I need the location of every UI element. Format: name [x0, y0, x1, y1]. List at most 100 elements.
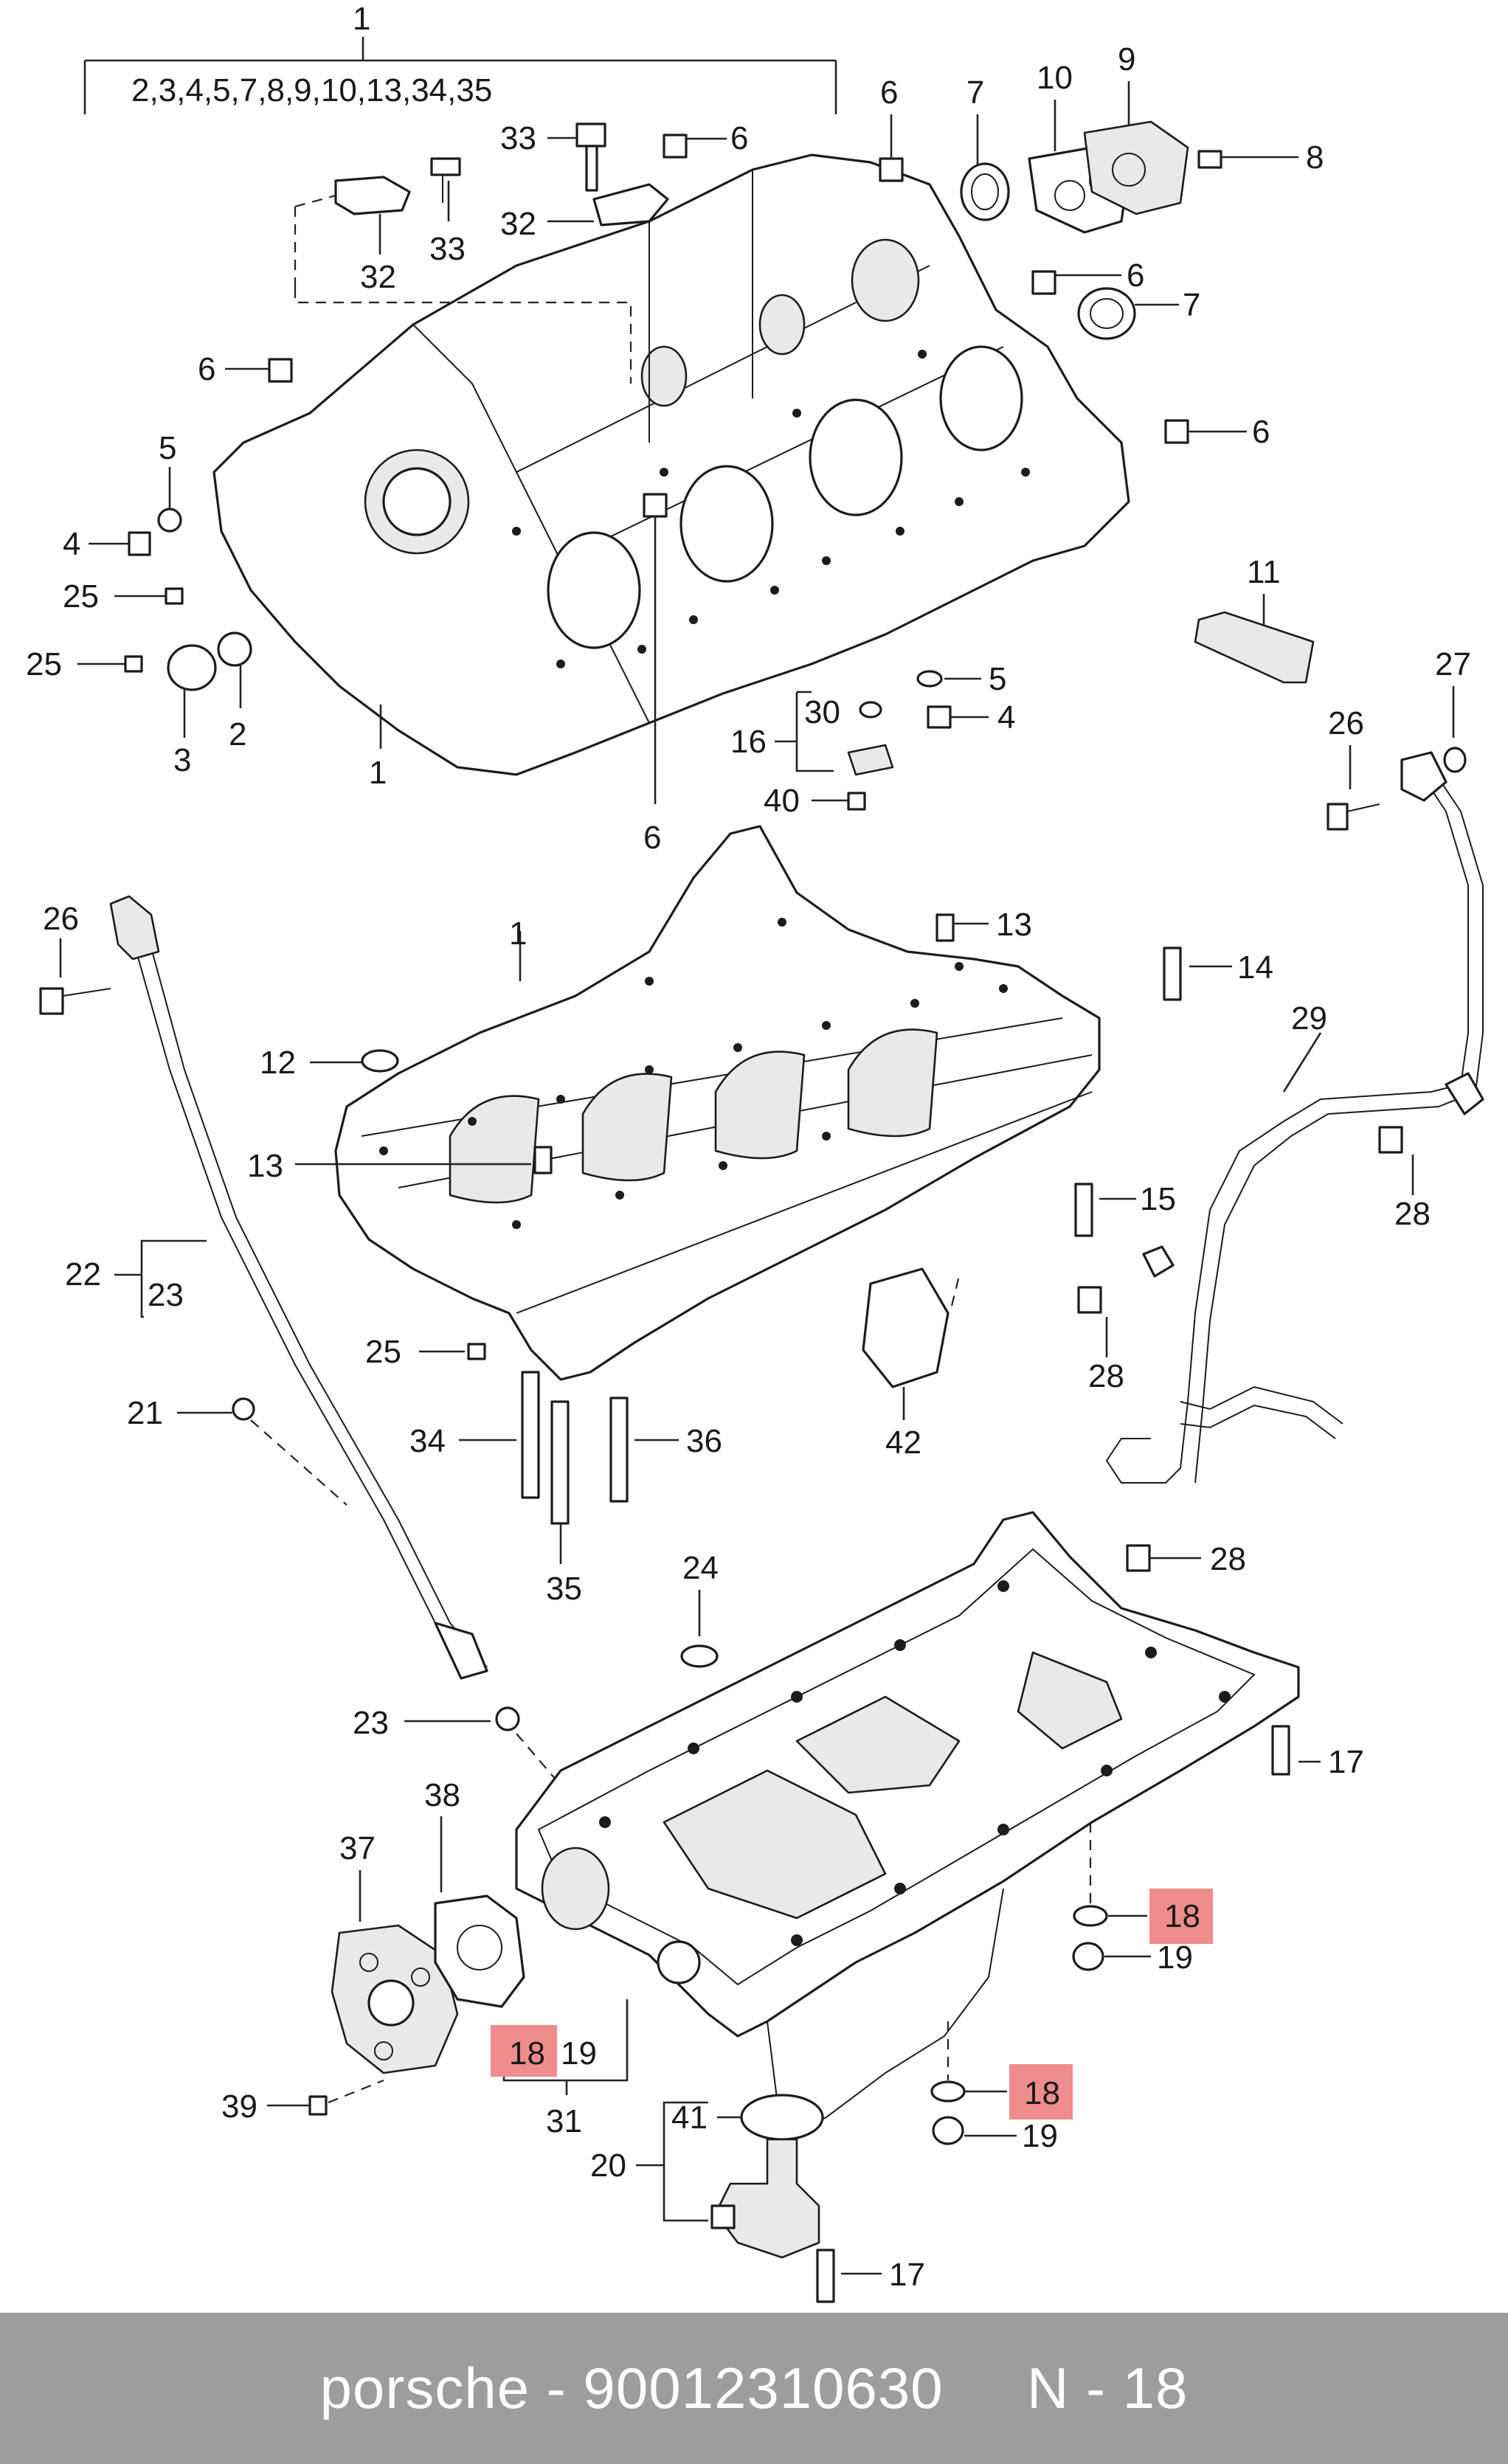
svg-text:17: 17 [1328, 1744, 1364, 1780]
svg-text:4: 4 [997, 699, 1015, 736]
highlight-18-bottom [1009, 2064, 1073, 2119]
footer-caption: porsche - 90012310630 N - 18 [319, 2356, 1189, 2420]
dowel-6-bottom: 6 [643, 493, 668, 856]
bolt-17-bottom: 17 [816, 2249, 925, 2303]
svg-text:7: 7 [966, 75, 984, 111]
svg-text:6: 6 [198, 351, 215, 387]
svg-text:23: 23 [353, 1705, 389, 1741]
svg-text:4: 4 [63, 526, 80, 562]
oil-pan [515, 1511, 1300, 2141]
ring-5-right: 5 [916, 661, 1006, 697]
plug-3: 3 [167, 644, 217, 778]
ring-5-left: 5 [157, 430, 182, 533]
plug-25-a: 25 [63, 578, 184, 615]
plug-25-b: 25 [26, 646, 143, 682]
dowel-13-right: 13 [935, 907, 1032, 943]
svg-text:5: 5 [989, 661, 1006, 697]
svg-text:20: 20 [590, 2148, 626, 2184]
svg-text:33: 33 [429, 231, 466, 267]
plug-19-right: 19 [1072, 1822, 1193, 1976]
group-16: 16 30 [730, 691, 894, 776]
dowel-13-left: 13 [247, 1146, 553, 1184]
svg-text:6: 6 [1127, 257, 1144, 294]
bracket-22-23: 22 23 [65, 1239, 207, 1318]
group-31: 18 19 31 [491, 1999, 629, 2139]
svg-text:1: 1 [369, 755, 387, 791]
plug-21: 21 [127, 1395, 347, 1506]
svg-text:23: 23 [148, 1277, 184, 1313]
svg-text:28: 28 [1088, 1358, 1124, 1394]
svg-text:37: 37 [339, 1830, 376, 1866]
washer-24: 24 [680, 1550, 719, 1668]
svg-text:19: 19 [561, 2035, 597, 2072]
gasket-38: 38 [424, 1777, 525, 2008]
dowel-6-r: 6 [1164, 414, 1270, 450]
svg-text:32: 32 [500, 206, 536, 242]
svg-text:15: 15 [1140, 1181, 1176, 1217]
sensor-32b: 32 [500, 183, 669, 242]
svg-text:2: 2 [229, 716, 246, 752]
parts-diagram: 1 2,3,4,5,7,8,9,10,13,34,35 32 [26, 1, 1484, 2303]
svg-text:21: 21 [127, 1395, 163, 1431]
upper-crankcase [212, 153, 1130, 776]
bolt-28-a: 28 [1378, 1126, 1431, 1232]
svg-text:29: 29 [1291, 1000, 1327, 1037]
seal-7-top: 7 [960, 75, 1010, 221]
sensor-32: 32 [334, 176, 411, 295]
dowel-6-mr: 6 [1031, 257, 1144, 295]
bolt-33-small: 33 [429, 157, 466, 267]
svg-text:41: 41 [671, 2100, 708, 2136]
svg-text:42: 42 [885, 1425, 921, 1461]
bolt-33: 33 [500, 120, 606, 192]
oil-pipe-29: 29 [1105, 751, 1484, 1484]
bolt-40: 40 [764, 783, 866, 819]
bolt-35: 35 [546, 1400, 582, 1607]
svg-text:28: 28 [1210, 1541, 1246, 1577]
svg-text:25: 25 [26, 646, 62, 682]
svg-text:8: 8 [1306, 139, 1324, 176]
header-refs: 2,3,4,5,7,8,9,10,13,34,35 [131, 72, 492, 108]
bolt-17-right: 17 [1271, 1725, 1364, 1780]
oil-pump-37: 37 [331, 1830, 459, 2074]
svg-text:6: 6 [880, 75, 898, 111]
header-bracket: 1 2,3,4,5,7,8,9,10,13,34,35 [83, 1, 837, 114]
dowel-6-tr: 6 [879, 75, 904, 182]
label-1-top: 1 [353, 1, 370, 37]
svg-text:6: 6 [643, 820, 661, 856]
plug-19-bottom: 19 [932, 2116, 1058, 2154]
svg-text:13: 13 [247, 1148, 283, 1184]
svg-text:32: 32 [360, 259, 396, 295]
svg-text:6: 6 [1252, 414, 1270, 450]
bolt-34: 34 [409, 1371, 540, 1499]
oring-27: 27 [1435, 646, 1471, 773]
bolt-8: 8 [1197, 139, 1324, 176]
dowel-6-left: 6 [198, 351, 293, 387]
svg-text:40: 40 [764, 783, 800, 819]
svg-text:25: 25 [63, 578, 99, 615]
seal-ring-2: 2 [217, 631, 252, 752]
bolt-26-left: 26 [39, 901, 111, 1015]
svg-text:19: 19 [1022, 2118, 1058, 2154]
seal-18-bottom: 18 [930, 2021, 1073, 2119]
svg-text:6: 6 [730, 120, 748, 156]
svg-text:13: 13 [996, 907, 1032, 943]
svg-text:18: 18 [1164, 1898, 1200, 1934]
svg-text:1: 1 [509, 916, 527, 952]
svg-text:35: 35 [546, 1571, 582, 1607]
sealant-tube-11: 11 [1194, 554, 1315, 684]
label-1-block: 1 [369, 705, 387, 791]
oring-12: 12 [260, 1045, 399, 1081]
screw-4-left: 4 [63, 526, 151, 562]
svg-text:28: 28 [1394, 1196, 1431, 1232]
svg-text:26: 26 [43, 901, 79, 937]
svg-text:34: 34 [409, 1423, 446, 1459]
svg-text:30: 30 [804, 694, 840, 730]
svg-text:26: 26 [1328, 705, 1364, 741]
bolt-28-b: 28 [1077, 1286, 1124, 1394]
cover-9: 9 [1083, 41, 1189, 215]
plug-25-c: 25 [365, 1334, 486, 1370]
bolt-39: 39 [221, 2079, 384, 2125]
svg-text:22: 22 [65, 1256, 101, 1292]
highlight-18-right [1149, 1889, 1213, 1944]
bolt-14: 14 [1163, 947, 1273, 1001]
